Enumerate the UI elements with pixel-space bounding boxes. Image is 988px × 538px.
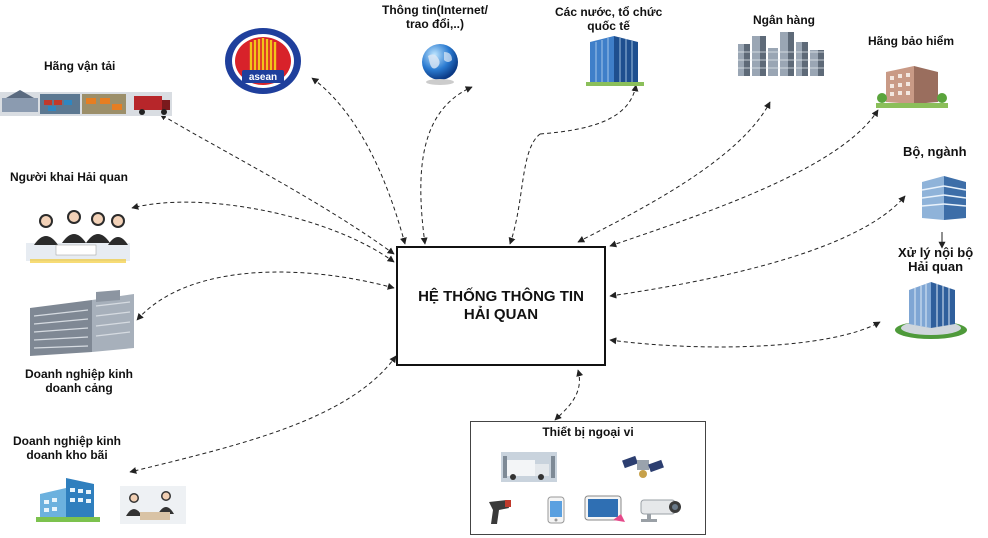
arrow-intl bbox=[510, 85, 636, 244]
asean-logo: asean bbox=[222, 26, 304, 101]
info-label-line2: trao đổi,..) bbox=[405, 17, 464, 31]
center-title-line2: HẢI QUAN bbox=[463, 306, 539, 323]
port-enterprise-label: Doanh nghiệp kinh doanh cảng bbox=[25, 367, 133, 395]
customs-declarant-label: Người khai Hải quan bbox=[10, 170, 128, 184]
internal-processing-label-line1: Xử lý nội bộ bbox=[898, 245, 974, 260]
arrow-peripherals bbox=[554, 369, 584, 421]
transport-vehicles-icon bbox=[0, 88, 172, 121]
barcode-scanner-icon bbox=[485, 496, 515, 531]
arrow-warehouse bbox=[129, 355, 397, 474]
warehouse-enterprise-label: Doanh nghiệp kinh doanh kho bãi bbox=[13, 434, 121, 462]
office-tower-icon bbox=[586, 36, 644, 91]
asean-logo-text: asean bbox=[249, 72, 277, 83]
globe-icon bbox=[418, 42, 464, 91]
insurance-building-icon bbox=[876, 64, 948, 113]
arrow-asean bbox=[311, 77, 407, 245]
arrow-insurance bbox=[609, 109, 879, 248]
internal-processing-label-line2: Hải quan bbox=[908, 259, 964, 274]
arrow-declarant bbox=[131, 201, 395, 263]
server-racks-icon bbox=[30, 290, 138, 363]
office-meeting-icon bbox=[120, 486, 186, 529]
peripherals-label: Thiết bị ngoại vi bbox=[542, 425, 634, 439]
warehouse-enterprise-label-line1: Doanh nghiệp kinh bbox=[13, 434, 121, 448]
bank-label: Ngân hàng bbox=[753, 13, 815, 27]
arrow-internal bbox=[609, 321, 881, 348]
warehouse-building-icon bbox=[36, 474, 100, 527]
customs-hq-building-icon bbox=[893, 278, 969, 345]
business-people-icon bbox=[26, 205, 130, 270]
internal-processing-label: Xử lý nội bộ Hải quan bbox=[898, 246, 973, 274]
intl-orgs-label: Các nước, tổ chức quốc tế bbox=[555, 5, 662, 33]
ministry-label: Bộ, ngành bbox=[903, 144, 967, 159]
intl-orgs-label-line2: quốc tế bbox=[587, 19, 630, 33]
intl-orgs-label-line1: Các nước, tổ chức bbox=[555, 5, 663, 19]
center-title-line1: HỆ THỐNG THÔNG TIN bbox=[418, 288, 584, 305]
insurance-label: Hãng bảo hiểm bbox=[868, 34, 955, 48]
port-enterprise-label-line2: doanh cảng bbox=[45, 381, 113, 395]
satellite-icon bbox=[621, 450, 665, 485]
transport-label: Hãng vận tải bbox=[44, 59, 116, 73]
arrow-transport bbox=[159, 113, 395, 255]
port-enterprise-label-line1: Doanh nghiệp kinh bbox=[25, 367, 133, 381]
arrow-port bbox=[136, 271, 395, 321]
smartphone-icon bbox=[547, 496, 565, 529]
security-camera-icon bbox=[637, 494, 687, 527]
warehouse-enterprise-label-line2: doanh kho bãi bbox=[26, 448, 108, 462]
arrow-bank bbox=[577, 101, 771, 243]
peripheral-devices-box: Thiết bị ngoại vi bbox=[470, 421, 706, 535]
arrow-info bbox=[420, 86, 473, 245]
cargo-scanner-truck-icon bbox=[501, 452, 557, 487]
ministry-building-icon bbox=[918, 174, 970, 229]
customs-info-system-box: HỆ THỐNG THÔNG TIN HẢI QUAN bbox=[396, 246, 606, 366]
tablet-icon bbox=[583, 494, 625, 529]
city-buildings-icon bbox=[736, 30, 828, 81]
info-label: Thông tin(Internet/ trao đổi,..) bbox=[382, 3, 488, 31]
arrow-ministry bbox=[609, 195, 906, 299]
info-label-line1: Thông tin(Internet/ bbox=[382, 3, 488, 17]
